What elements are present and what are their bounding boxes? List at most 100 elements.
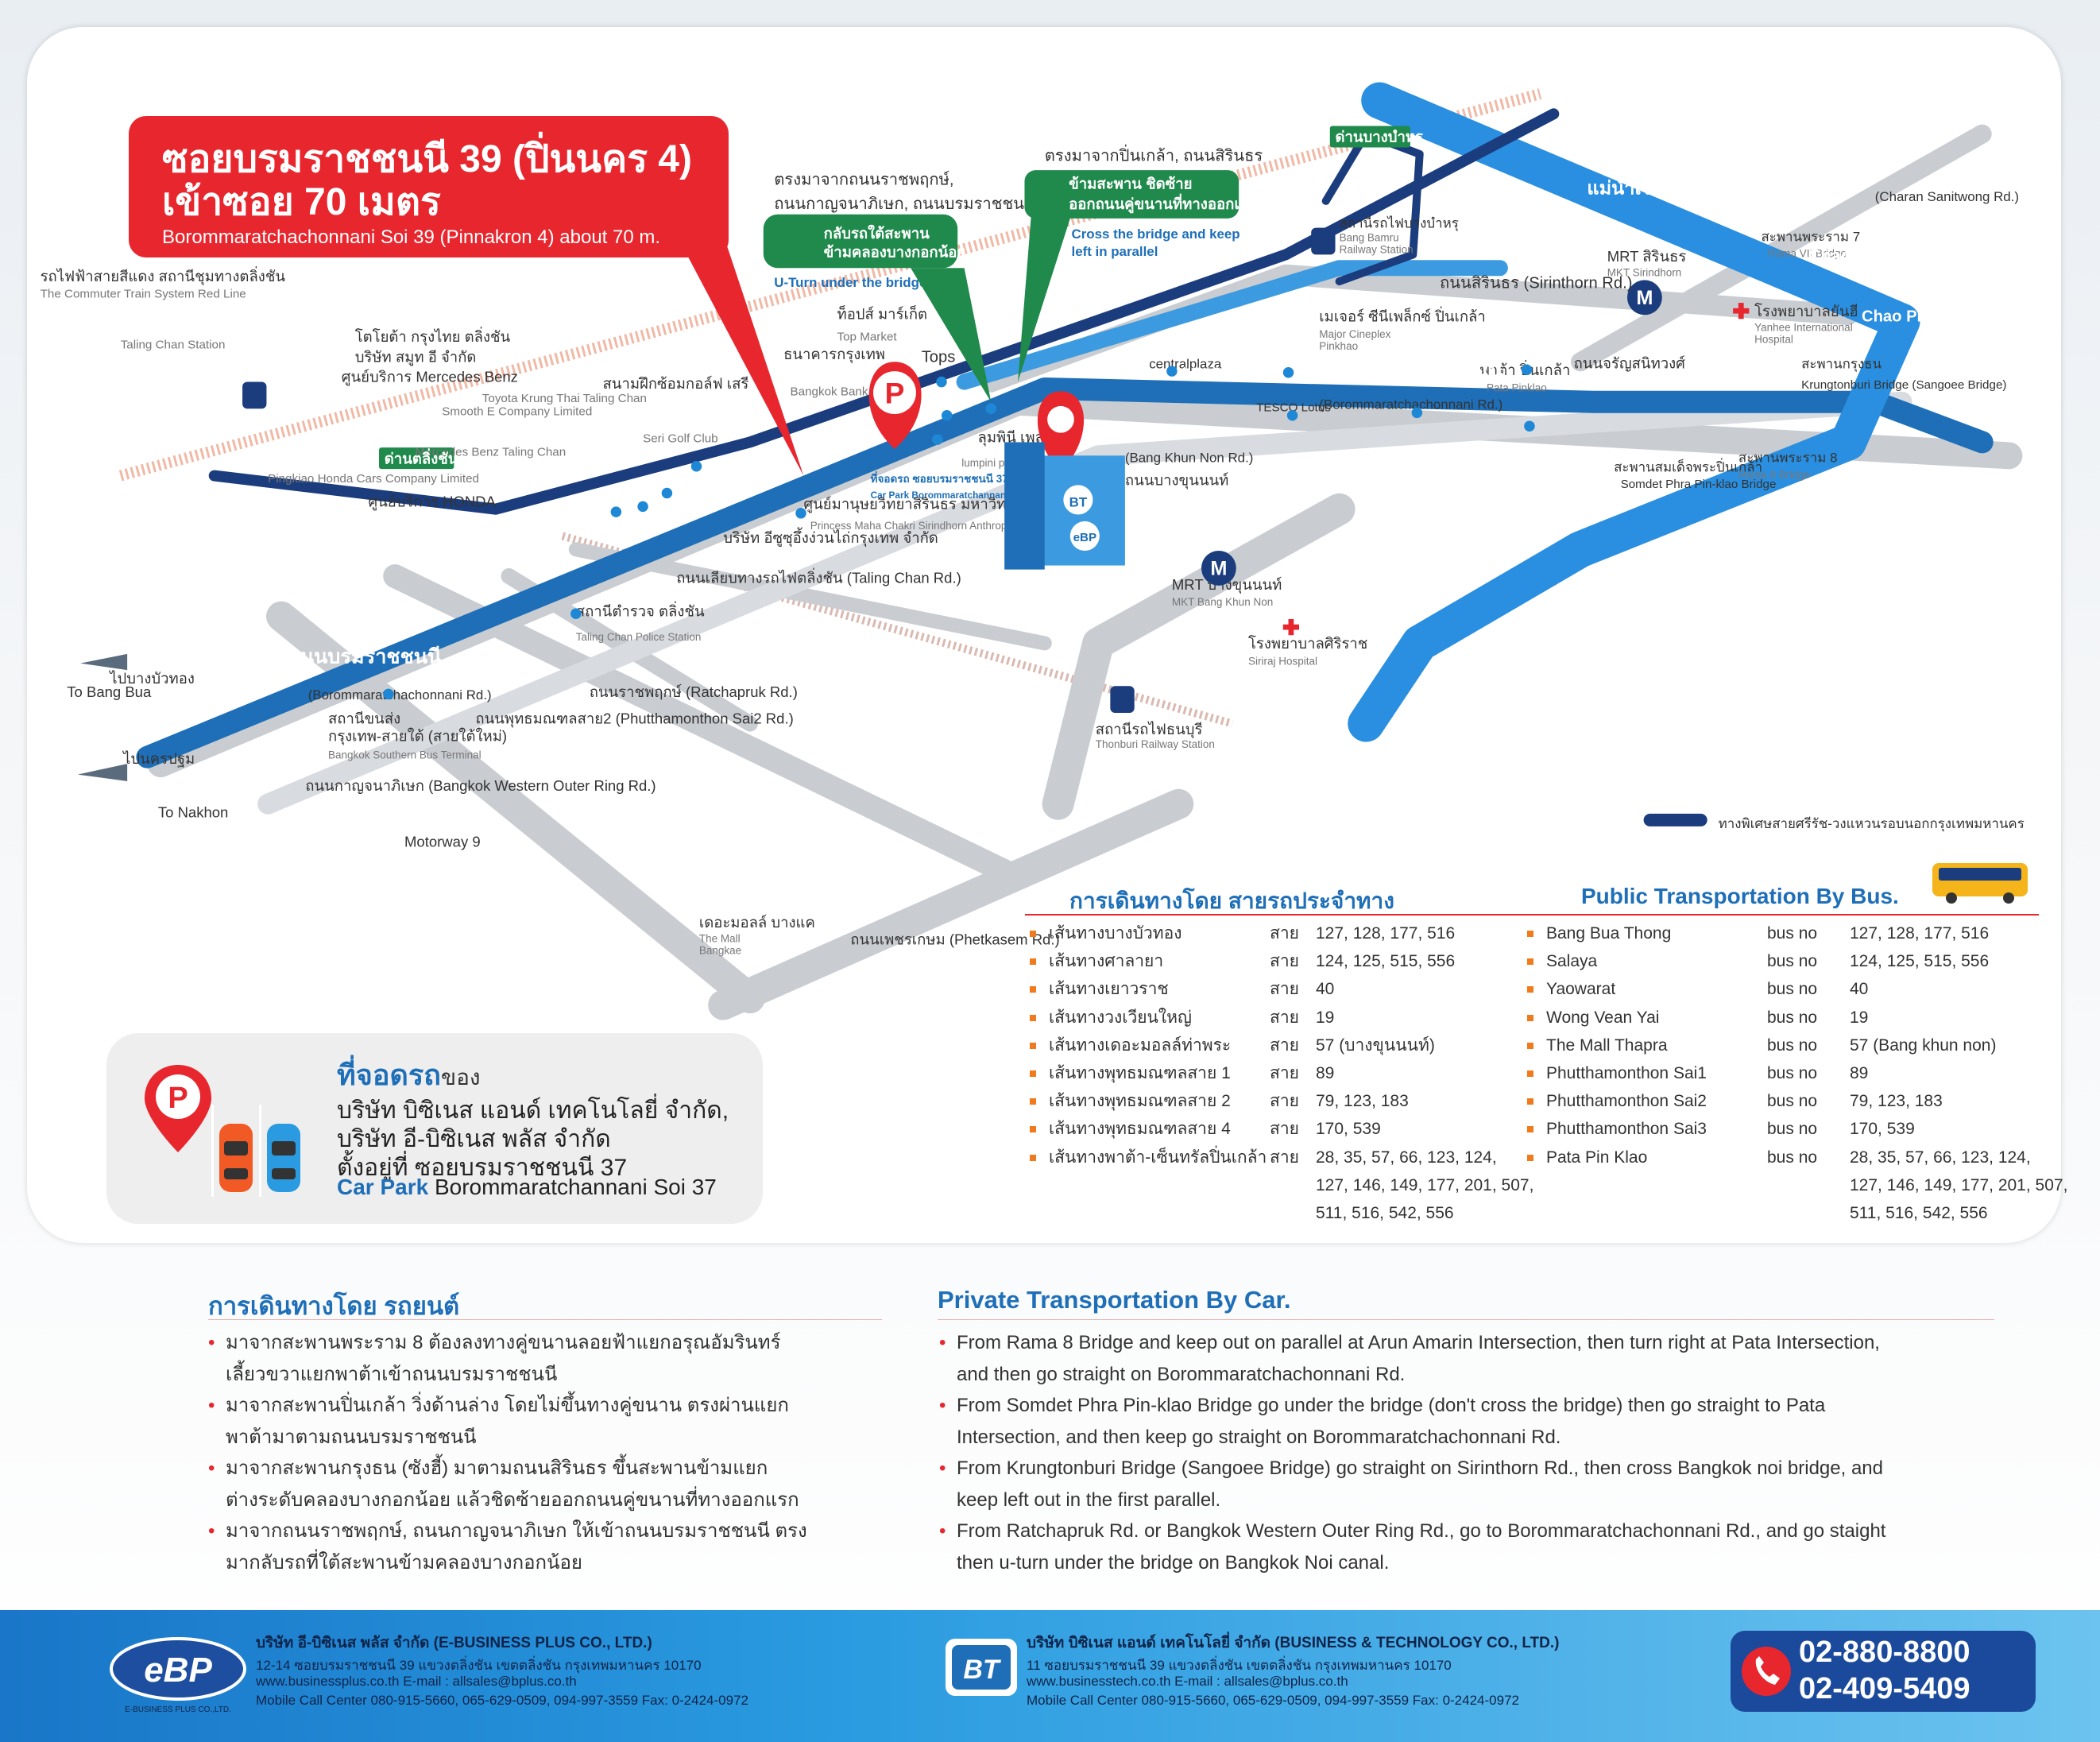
callout-title-2: เข้าซอย 70 เมตร bbox=[162, 181, 441, 223]
car-direction-line: From Krungtonburi Bridge (Sangoee Bridge… bbox=[957, 1457, 1883, 1479]
bt-web[interactable]: www.businesstech.co.th E-mail : allsales… bbox=[1027, 1674, 1348, 1689]
map-label-river_en: Chao Phraya river bbox=[1862, 308, 1999, 326]
bus-label: bus no bbox=[1767, 1148, 1818, 1167]
map-label-smooth_en: Smooth E Company Limited bbox=[442, 405, 592, 419]
car-direction-item: •มาจากถนนราชพฤกษ์, ถนนกาญจนาภิเษก ให้เข้… bbox=[208, 1516, 893, 1579]
car-direction-line: From Somdet Phra Pin-klao Bridge go unde… bbox=[957, 1395, 1826, 1416]
map-label-major_en1: Major Cineplex bbox=[1319, 328, 1390, 340]
bus-icon bbox=[1932, 863, 2028, 904]
phone-number-1[interactable]: 02-880-8800 bbox=[1799, 1636, 1970, 1669]
poi-dot bbox=[1524, 420, 1535, 432]
map-label-isuzu_th: บริษัท อีซูซุอึ้งง่วนไถ่กรุงเทพ จำกัด bbox=[723, 527, 938, 548]
bullet-icon bbox=[1527, 1098, 1533, 1105]
phone-number-2[interactable]: 02-409-5409 bbox=[1799, 1672, 1970, 1705]
svg-text:ออกถนนคู่ขนานที่ทางออกแรก: ออกถนนคู่ขนานที่ทางออกแรก bbox=[1069, 193, 1260, 214]
map-label-thonburi_en: Thonburi Railway Station bbox=[1096, 738, 1215, 750]
destination-callout: ซอยบรมราชชนนี 39 (ปิ่นนคร 4) เข้าซอย 70 … bbox=[129, 116, 729, 257]
parking-pin-icon: P bbox=[868, 362, 922, 449]
parking-title: ที่จอดรถของ bbox=[337, 1059, 481, 1091]
map-label-krungthon_en: Krungtonburi Bridge (Sangoee Bridge) bbox=[1801, 378, 2006, 392]
map-label-motorway9: Motorway 9 bbox=[404, 834, 481, 850]
car-direction-line: มาจากสะพานปิ่นเกล้า วิ่งด้านล่าง โดยไม่ข… bbox=[226, 1395, 789, 1416]
poi-dot bbox=[637, 501, 648, 513]
svg-text:BT: BT bbox=[1069, 494, 1088, 509]
map-label-mall_en2: Bangkae bbox=[699, 945, 741, 957]
map-label-phetkasem: ถนนเพชรเกษม (Phetkasem Rd.) bbox=[850, 931, 1059, 948]
siriraj-hospital-icon bbox=[1282, 619, 1300, 636]
map-label-cross_en1: Cross the bridge and keep bbox=[1072, 226, 1240, 242]
car-direction-item: •From Somdet Phra Pin-klao Bridge go und… bbox=[939, 1390, 2013, 1454]
callout-pointer bbox=[676, 234, 804, 476]
map-label-tmb_th: ธนาคารกรุงเทพ bbox=[783, 346, 885, 364]
bus-numbers: 40 bbox=[1850, 980, 1869, 999]
bus-heading-th: การเดินทางโดย สายรถประจำทาง bbox=[1069, 888, 1394, 913]
map-label-police_en: Taling Chan Police Station bbox=[576, 631, 702, 643]
blue-car-icon bbox=[267, 1124, 300, 1192]
phone-box: 02-880-8800 02-409-5409 bbox=[1731, 1631, 2036, 1712]
svg-text:P: P bbox=[885, 377, 905, 410]
map-label-river_th: แม่น้ำเจ้าพระยา bbox=[1587, 174, 1716, 199]
poi-dot bbox=[941, 409, 953, 421]
map-label-somdet_en: Somdet Phra Pin-klao Bridge bbox=[1621, 478, 1777, 491]
map-label-tonakhon: To Nakhon bbox=[158, 804, 228, 821]
bus-numbers: 127, 128, 177, 516 bbox=[1850, 924, 1990, 943]
bus-numbers: 170, 539 bbox=[1316, 1120, 1381, 1139]
destination-pin-icon bbox=[1037, 391, 1085, 472]
map-label-yanhee_th: โรงพยาบาลยันฮี bbox=[1754, 303, 1858, 319]
bus-numbers: 170, 539 bbox=[1850, 1120, 1915, 1139]
road-charan bbox=[1571, 124, 1992, 372]
car-direction-line: Intersection, and then keep go straight … bbox=[957, 1427, 1561, 1448]
bus-label: สาย bbox=[1270, 924, 1299, 943]
map-label-toll_talingchan: ด่านตลิ่งชัน bbox=[385, 447, 458, 466]
ebp-web[interactable]: www.businessplus.co.th E-mail : allsales… bbox=[256, 1674, 577, 1689]
svg-text:M: M bbox=[1210, 557, 1227, 579]
svg-text:ข้ามสะพาน ชิดซ้าย: ข้ามสะพาน ชิดซ้าย bbox=[1069, 176, 1192, 192]
yanhee-hospital-icon bbox=[1733, 303, 1750, 319]
map-label-honda_en: Pingkiao Honda Cars Company Limited bbox=[268, 472, 479, 486]
map-label-southern_th1: สถานีขนส่ง bbox=[328, 710, 400, 727]
uturn-sign: กลับรถใต้สะพานข้ามคลองบางกอกน้อย bbox=[763, 214, 992, 402]
car-direction-line: พาต้ามาตามถนนบรมราชชนนี bbox=[226, 1427, 477, 1448]
map-label-tobangbua: To Bang Bua bbox=[67, 683, 152, 700]
bus-label: bus no bbox=[1767, 1120, 1818, 1139]
car-direction-item: •From Rama 8 Bridge and keep out on para… bbox=[939, 1327, 2013, 1391]
map-label-bangbamru_en: Bang Bamru bbox=[1340, 232, 1399, 244]
map-label-mrt_bkn_th: MRT บางขุนนนท์ bbox=[1172, 576, 1282, 594]
car-direction-line: มาจากสะพานกรุงธน (ซังฮี้) มาตามถนนสิรินธ… bbox=[226, 1457, 768, 1479]
bus-numbers: 28, 35, 57, 66, 123, 124, bbox=[1316, 1148, 1497, 1167]
bus-route: เส้นทางพุทธมณฑลสาย 1 bbox=[1049, 1064, 1231, 1082]
bullet-icon bbox=[1030, 1098, 1036, 1105]
map-label-charansanit: ถนนจรัญสนิทวงศ์ bbox=[1574, 355, 1686, 373]
bus-label: bus no bbox=[1767, 980, 1818, 999]
bus-numbers-continued: 127, 146, 149, 177, 201, 507, bbox=[1316, 1175, 1534, 1194]
map-label-tops_th: ท็อปส์ มาร์เก็ต bbox=[837, 304, 928, 322]
map-label-tops_logo: Tops bbox=[922, 348, 956, 366]
car-heading-th: การเดินทางโดย รถยนต์ bbox=[208, 1292, 460, 1320]
expressway-main bbox=[136, 377, 1994, 768]
car-heading-en: Private Transportation By Car. bbox=[938, 1286, 1291, 1314]
bus-numbers: 89 bbox=[1316, 1064, 1335, 1082]
map-label-cross_en2: left in parallel bbox=[1072, 244, 1158, 259]
bus-route: Salaya bbox=[1546, 952, 1598, 971]
bus-route: เส้นทางเยาวราช bbox=[1049, 980, 1169, 999]
poi-dot bbox=[1411, 407, 1423, 419]
mrt-bangkhunnon-icon: M bbox=[1201, 551, 1236, 586]
bus-numbers-continued: 127, 146, 149, 177, 201, 507, bbox=[1850, 1175, 2068, 1194]
poi-dot bbox=[661, 487, 673, 499]
bus-divider bbox=[1025, 914, 2039, 916]
bangbamru-loop bbox=[1321, 130, 1424, 286]
map-label-red_line_en2: Taling Chan Station bbox=[121, 338, 226, 351]
map-label-golf_en: Seri Golf Club bbox=[643, 432, 718, 445]
bus-label: สาย bbox=[1270, 1008, 1299, 1027]
train-redline-icon bbox=[242, 381, 267, 409]
map-label-police_th: สถานีตำรวจ ตลิ่งชัน bbox=[576, 602, 705, 620]
map-label-nakhon: ไปนครปฐม bbox=[122, 750, 195, 768]
